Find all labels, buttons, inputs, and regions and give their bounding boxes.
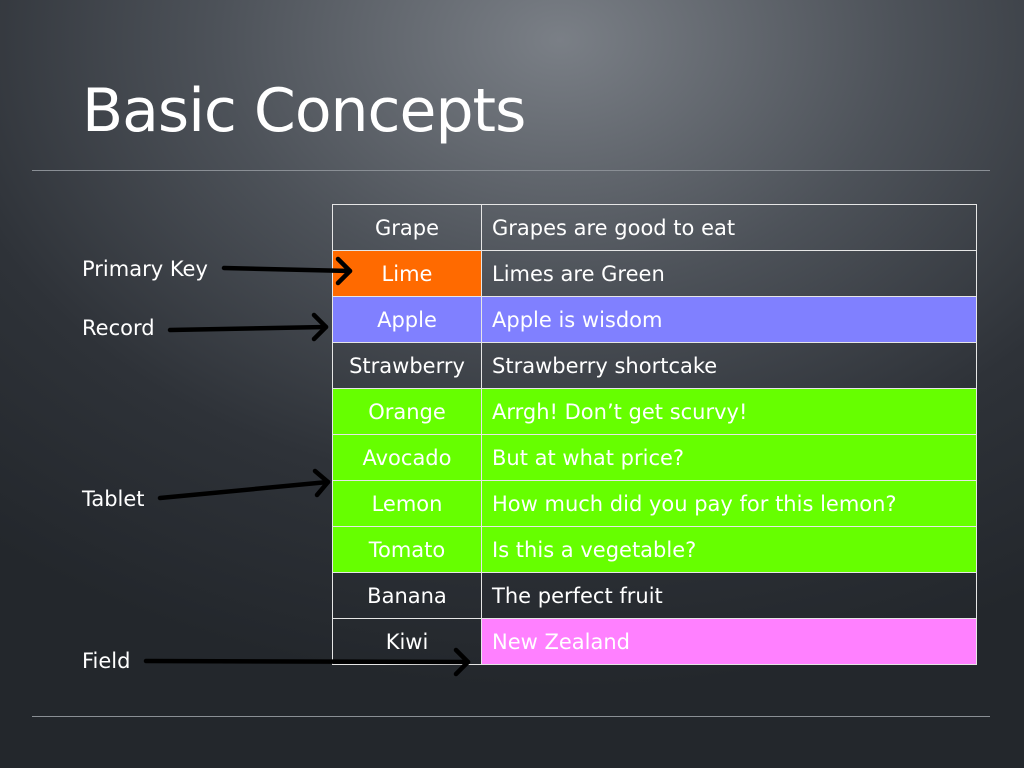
table-row: Lemon How much did you pay for this lemo… xyxy=(332,480,977,527)
fruit-description-cell: Strawberry shortcake xyxy=(481,342,977,389)
fruit-name-cell: Lime xyxy=(332,250,482,297)
fruit-name-cell: Tomato xyxy=(332,526,482,573)
fruit-description-cell: Is this a vegetable? xyxy=(481,526,977,573)
fruit-description-cell: The perfect fruit xyxy=(481,572,977,619)
fruit-table-body: Grape Grapes are good to eat Lime Limes … xyxy=(332,204,977,665)
fruit-name-cell: Avocado xyxy=(332,434,482,481)
table-row: Kiwi New Zealand xyxy=(332,618,977,665)
table-row: Tomato Is this a vegetable? xyxy=(332,526,977,573)
label-tablet: Tablet xyxy=(82,487,145,511)
fruit-name-cell: Apple xyxy=(332,296,482,343)
label-primary-key: Primary Key xyxy=(82,257,208,281)
table-row: Banana The perfect fruit xyxy=(332,572,977,619)
fruit-description-cell: Apple is wisdom xyxy=(481,296,977,343)
fruit-description-cell: Arrgh! Don’t get scurvy! xyxy=(481,388,977,435)
table-row: Avocado But at what price? xyxy=(332,434,977,481)
table-row: Apple Apple is wisdom xyxy=(332,296,977,343)
fruit-name-cell: Grape xyxy=(332,204,482,251)
fruit-description-cell: How much did you pay for this lemon? xyxy=(481,480,977,527)
footer-divider xyxy=(32,716,990,717)
fruit-name-cell: Banana xyxy=(332,572,482,619)
label-field: Field xyxy=(82,649,131,673)
title-divider xyxy=(32,170,990,171)
table-row: Lime Limes are Green xyxy=(332,250,977,297)
arrow-record-icon xyxy=(167,312,329,342)
fruit-name-cell: Strawberry xyxy=(332,342,482,389)
fruit-name-cell: Lemon xyxy=(332,480,482,527)
fruit-description-cell: But at what price? xyxy=(481,434,977,481)
arrow-tablet-icon xyxy=(157,468,331,501)
fruit-name-cell: Kiwi xyxy=(332,618,482,665)
label-record: Record xyxy=(82,316,155,340)
table-row: Orange Arrgh! Don’t get scurvy! xyxy=(332,388,977,435)
table-row: Strawberry Strawberry shortcake xyxy=(332,342,977,389)
fruit-description-cell: Limes are Green xyxy=(481,250,977,297)
fruit-name-cell: Orange xyxy=(332,388,482,435)
fruit-description-cell: New Zealand xyxy=(481,618,977,665)
slide-title: Basic Concepts xyxy=(82,76,526,146)
fruit-description-cell: Grapes are good to eat xyxy=(481,204,977,251)
fruit-table: Grape Grapes are good to eat Lime Limes … xyxy=(332,204,977,665)
table-row: Grape Grapes are good to eat xyxy=(332,204,977,251)
